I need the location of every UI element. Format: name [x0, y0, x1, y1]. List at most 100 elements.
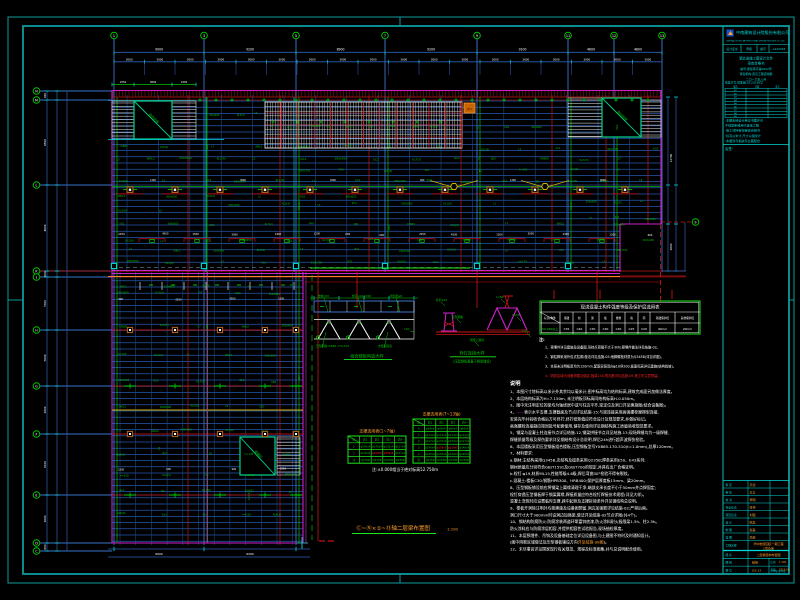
plan-label: LB2: [297, 375, 301, 380]
plan-label: L3: [255, 112, 258, 115]
materials-cell: C20: [641, 327, 647, 331]
axis-bubble-left: [32, 382, 41, 390]
dim-text-top2: 3000: [522, 57, 529, 61]
dim-text-right: 4800: [669, 243, 673, 250]
deck-leader: [323, 297, 329, 313]
approval-line: 湖北省施工图设计文件: [739, 56, 774, 61]
notes: 注:1、预埋件详见建施及设备图,吊挂点荷载不大于3kN,预埋件做法详见结施-02…: [352, 336, 676, 552]
plan-label: 300x650: [345, 195, 356, 199]
plan-label: GL2: [369, 125, 374, 128]
stud-leader: [516, 316, 522, 322]
plan-label: L3: [162, 178, 165, 182]
dim-text-top: 4800: [634, 48, 642, 52]
axis-bubble-left: [32, 96, 41, 104]
bracing-cell: φ140x4: [425, 452, 435, 456]
tb-info-line: 不得复制或用于其他工程: [725, 123, 759, 128]
huiqian-label: 会签:: [725, 146, 733, 151]
deck-leader: [357, 297, 363, 313]
plan-label: 200x400: [209, 114, 220, 117]
rev-row-label: A5: [734, 102, 737, 105]
axis-label-left: F: [36, 432, 38, 436]
plan-label: ZC1: [352, 201, 358, 205]
plan-label: 200x400: [213, 248, 224, 252]
plan-label: KL2(9): [190, 403, 198, 407]
plan-label: LB2: [417, 238, 422, 242]
column-cyan-square: [473, 262, 481, 270]
tb-meta-label: 图 别: [726, 561, 733, 565]
plan-label: LB2: [387, 225, 391, 230]
mini-scale-label: 比例: [771, 560, 777, 564]
plan-label: KL3(9): [257, 248, 265, 252]
bracing-cell: 跨2: [439, 420, 444, 424]
bracing-cell: φ133x4: [384, 444, 394, 448]
cert-cell: A142003: [773, 47, 786, 51]
plan-label: h=120: [242, 513, 251, 517]
plan-label: 250x500: [399, 249, 410, 253]
deck-node: [376, 335, 380, 340]
axis-bubble-left: [32, 181, 41, 189]
plan-label: 3000: [600, 179, 606, 182]
stirrup-mark: [329, 238, 335, 243]
bracing-cell: 跨4: [398, 438, 403, 442]
shuoming-line: 9、楼板开洞除注明外均按建施及设备图预留,洞边加强筋详见结施-02;严禁后凿。: [510, 505, 650, 510]
plan-label: YXB65: [119, 325, 128, 329]
dim-text-top: 9200: [427, 48, 435, 52]
plan-label: KL2(9): [202, 285, 210, 288]
plan-label: 1500: [278, 297, 285, 300]
axis-bubble-right: [691, 218, 700, 226]
plan-label: L3: [317, 203, 320, 207]
dim-text-left: 600: [43, 271, 47, 276]
tb-meta-value: 结施: [752, 560, 758, 565]
brace-diagonal: [457, 180, 479, 187]
bracing-cell: φ127x4: [395, 444, 405, 448]
plan-label: KL4(2): [154, 353, 162, 357]
bracing-cell: φ89x4: [426, 427, 435, 431]
stud-caption2: (压型钢板垂直于钢梁铺设): [453, 359, 491, 364]
plan-label: KL1(9): [247, 492, 251, 500]
staff-value: 周健: [750, 534, 756, 539]
plan-label: KL5(3): [160, 145, 168, 149]
plan-label: 300x650: [311, 125, 322, 128]
stair-strip: [276, 436, 301, 476]
wing-column-core: [219, 433, 221, 435]
plan-label: GL1: [502, 179, 508, 183]
plan-label: XG1: [235, 291, 241, 295]
plan-label: h=120: [202, 488, 211, 492]
plan-label: 200x400: [297, 145, 308, 149]
plan-label: 2400: [563, 232, 570, 236]
bracing-cell: 跨1: [363, 438, 368, 442]
dim-text-top2: 3000: [644, 57, 651, 61]
deck-caption: 组合楼板构造大样: [350, 353, 384, 360]
cert-cell: 编号: [760, 47, 766, 51]
dim-text-left: 900: [43, 93, 47, 98]
dim-text-left: 8600: [43, 224, 47, 231]
plan-label: 300x650: [335, 156, 348, 160]
bracing-cell: 6: [418, 427, 420, 431]
plan-label: KL3(9): [225, 428, 233, 432]
dim-text-top2: 3000: [187, 57, 194, 61]
column-core: [578, 188, 582, 191]
plan-label: L5: [617, 168, 620, 172]
plan-label: 350x700: [616, 248, 627, 252]
main-caption: Ⓒ~Ⓝ×①~⑬轴二层梁布置图: [356, 524, 430, 532]
rev-row-label: A2: [734, 92, 737, 95]
cert-cell: 设计证书: [726, 47, 737, 51]
plan-label: WKL2: [242, 325, 250, 329]
plan-label: WKL2: [557, 222, 565, 226]
plan-label: 4500: [162, 231, 169, 235]
materials-table-border: [539, 300, 701, 335]
bracing-cell: 5: [418, 433, 420, 437]
plan-label: 200x400: [643, 238, 655, 242]
bracing-cell: φ127x4: [425, 439, 435, 443]
brace-diagonal: [429, 180, 451, 187]
brace-diagonal: [548, 180, 570, 187]
plan-label: WKL1: [147, 157, 155, 161]
tb-info-line: ·本图须与相关专业图配合: [725, 138, 760, 143]
dim-text-top2: 3000: [553, 57, 560, 61]
staff-value: 张伟: [750, 504, 756, 509]
bracing-table-title: 支撑选用表(7~13轴): [422, 411, 461, 417]
staff-value: 李明: [750, 497, 756, 502]
bracing-cell: φ133x4: [448, 439, 458, 443]
